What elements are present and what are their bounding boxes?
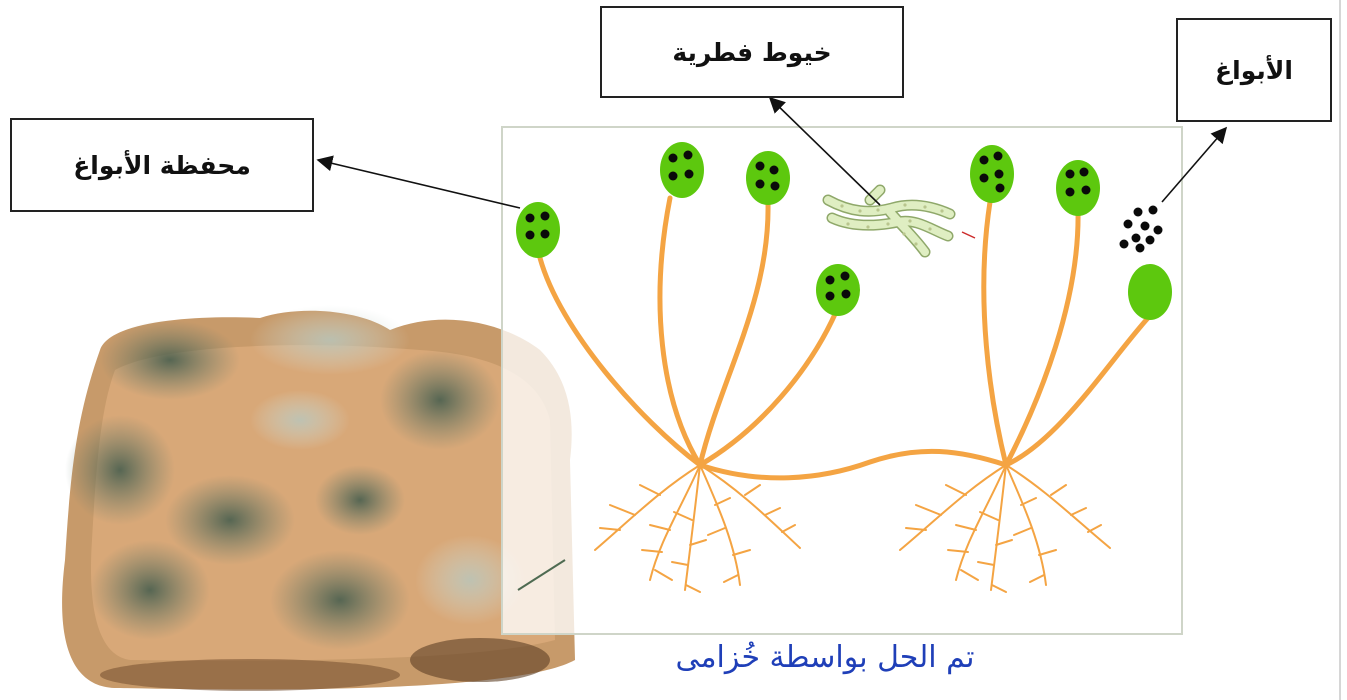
label-spores: الأبواغ	[1176, 18, 1332, 122]
sporangium-6	[1056, 160, 1100, 216]
sporangium-4	[816, 264, 860, 316]
arrow-sporangium	[318, 160, 520, 208]
sporangium-1	[516, 202, 560, 258]
label-sporangium: محفظة الأبواغ	[10, 118, 314, 212]
moldy-bread-image	[62, 305, 575, 691]
empty-sporangium	[1128, 264, 1172, 320]
sporangium-3	[746, 151, 790, 205]
credit-text: تم الحل بواسطة خُزامى	[655, 640, 995, 675]
sporangium-2	[660, 142, 704, 198]
sporangium-5	[970, 145, 1014, 203]
label-hyphae: خيوط فطرية	[600, 6, 904, 98]
